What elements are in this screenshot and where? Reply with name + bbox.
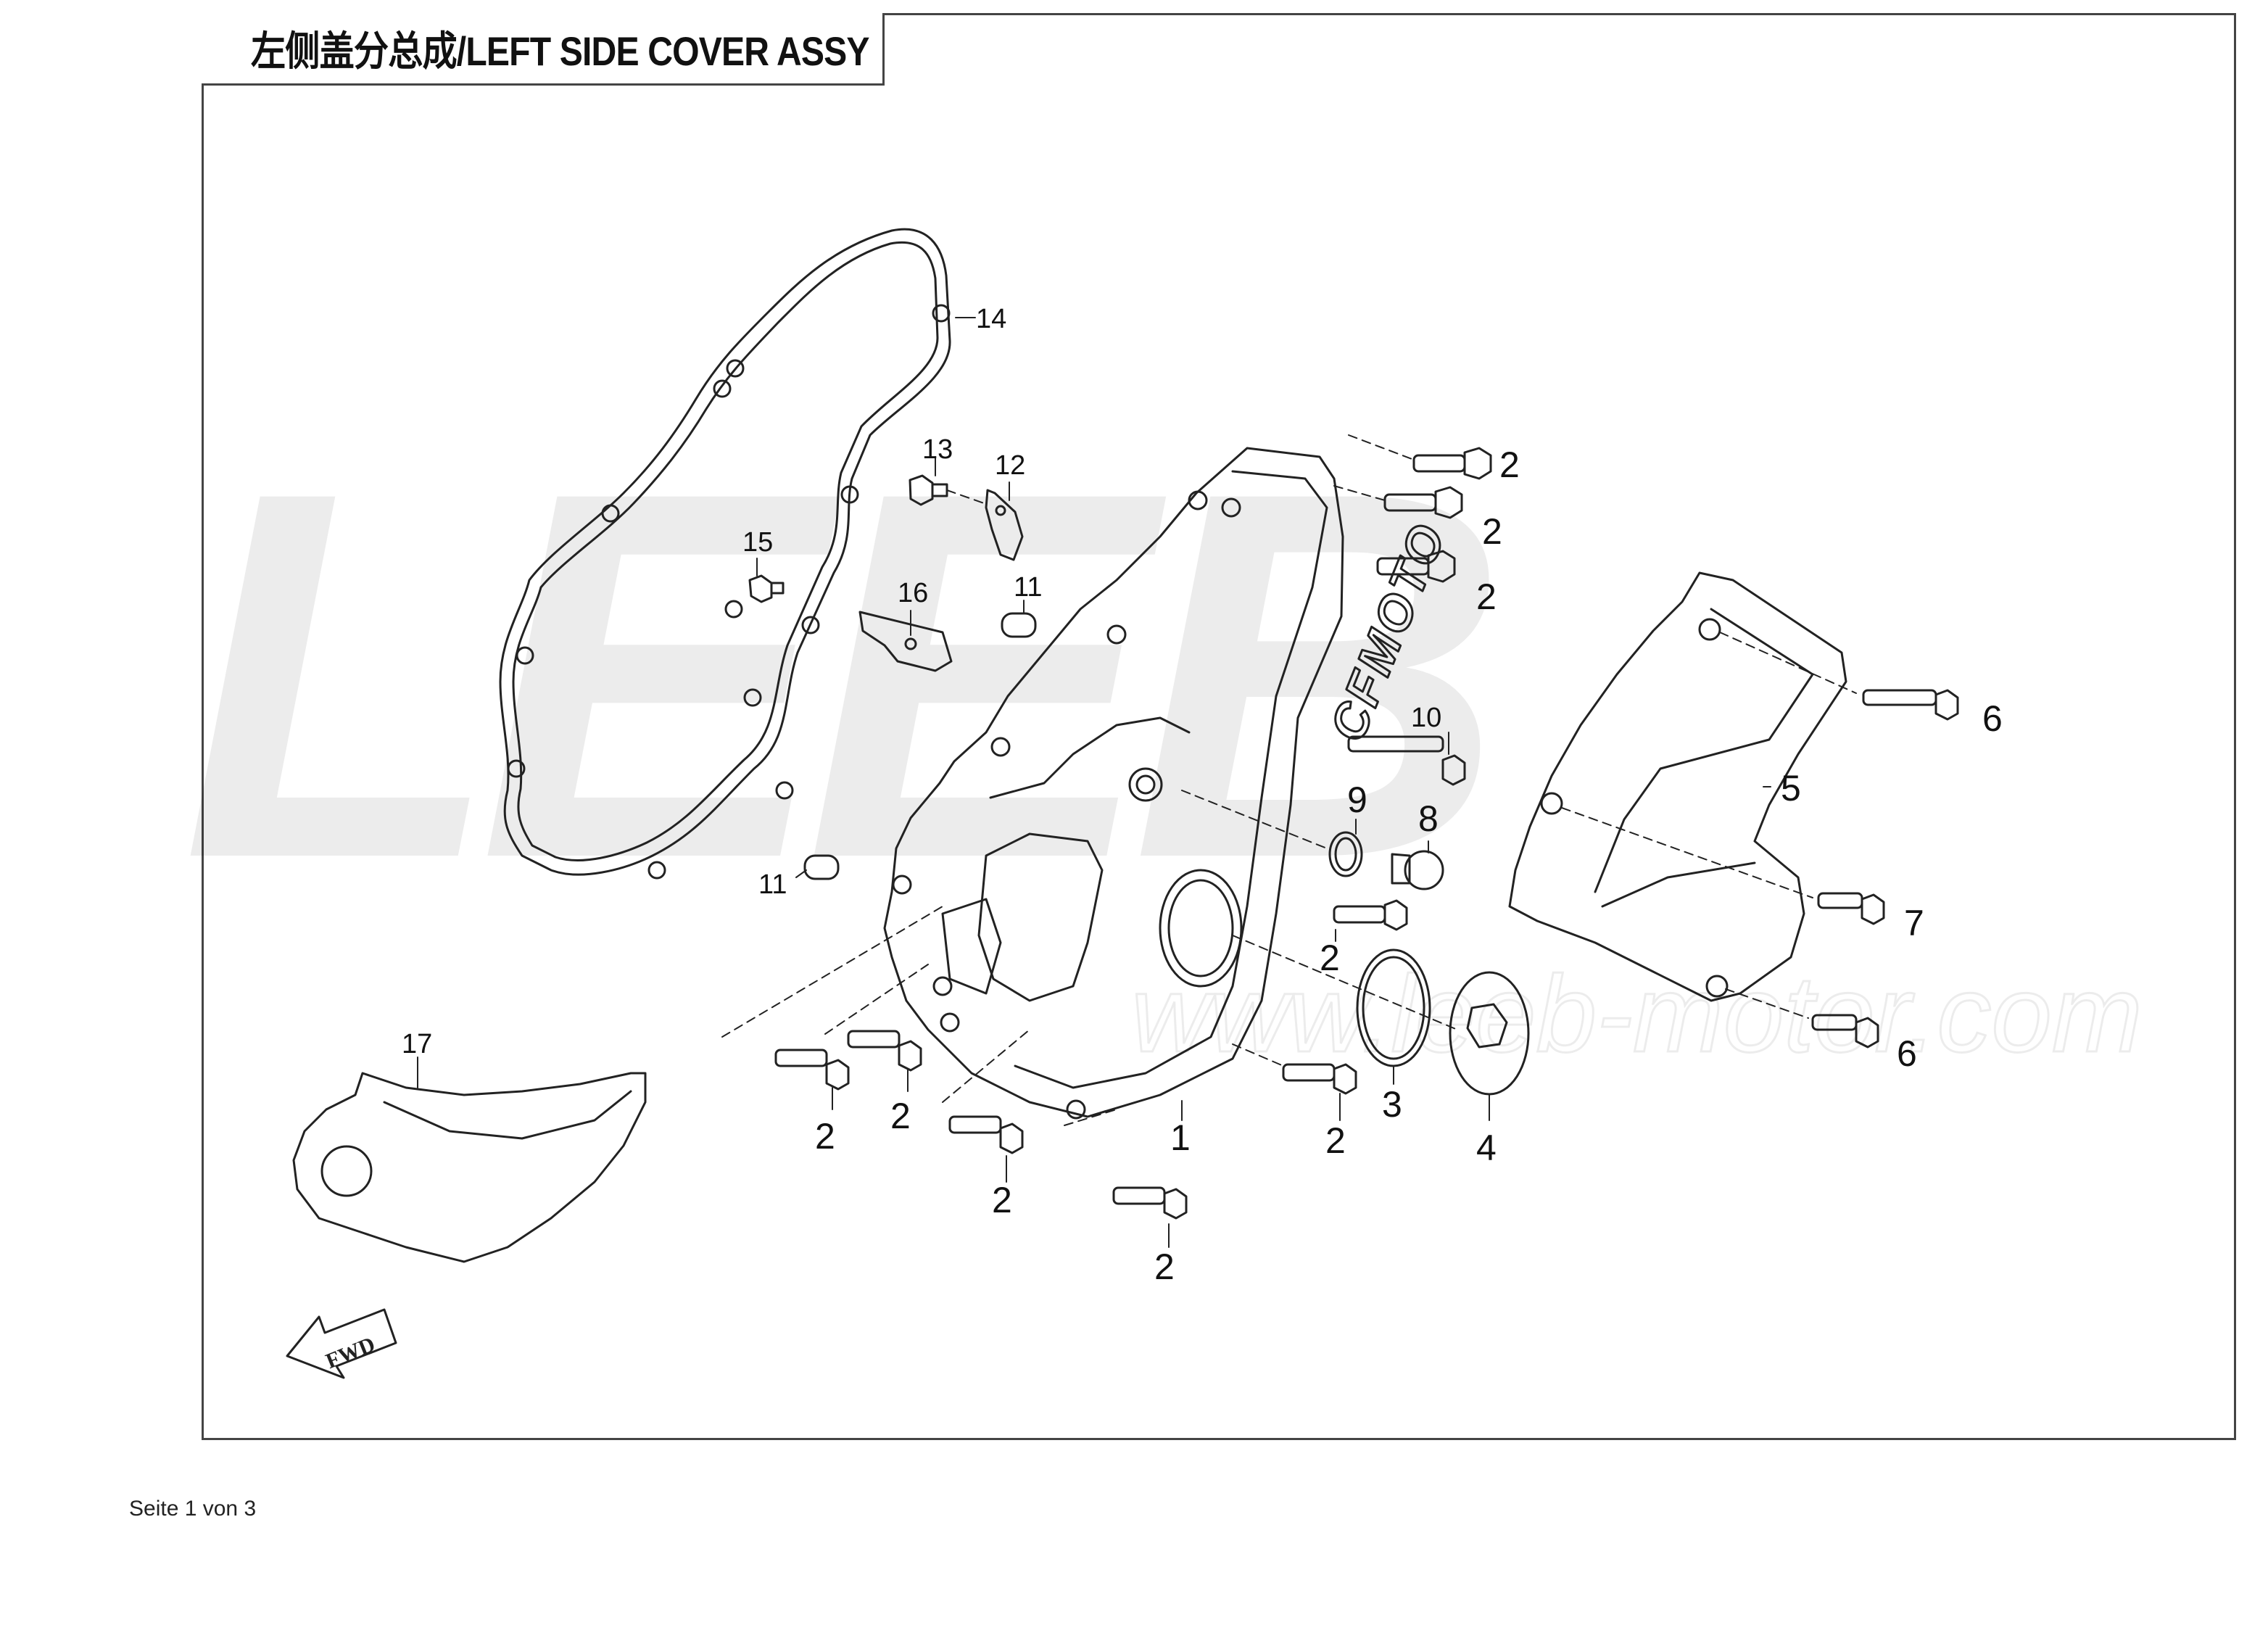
bolt-part-2-upper-b — [1333, 485, 1463, 519]
bolt-part-2-low-e — [1232, 1043, 1357, 1121]
callout-2-low-c: 2 — [992, 1180, 1012, 1220]
callout-15: 15 — [742, 527, 773, 558]
cap-part-4 — [1232, 935, 1530, 1121]
callout-13: 13 — [922, 434, 953, 465]
bolt-part-13 — [909, 456, 987, 506]
diagram-frame — [202, 13, 2236, 1440]
o-ring-part-3 — [1356, 948, 1431, 1085]
callout-6-lower: 6 — [1897, 1033, 1917, 1074]
watermark-url: www.leeb-motor.com — [1131, 953, 2143, 1075]
fwd-arrow-icon — [286, 1308, 397, 1379]
bolt-part-15 — [748, 558, 785, 603]
bolt-part-2-low-b — [824, 964, 929, 1092]
callout-2-upper-c: 2 — [1476, 576, 1497, 617]
bolt-part-2-upper-c — [1376, 550, 1456, 583]
bolt-part-10 — [1347, 732, 1466, 786]
fwd-label: FWD — [323, 1332, 378, 1373]
o-ring-part-9 — [1181, 790, 1363, 877]
bolt-part-6-lower — [1725, 988, 1879, 1049]
callout-14: 14 — [976, 304, 1006, 334]
watermark: LEEB www.leeb-motor.com — [181, 383, 2143, 1076]
title-box: 左侧盖分总成/LEFT SIDE COVER ASSY — [202, 13, 885, 86]
left-side-cover-part-1 — [883, 447, 1344, 1121]
callout-6-upper: 6 — [1982, 698, 2003, 739]
bolt-part-2-upper-a — [1348, 434, 1492, 480]
bolt-part-2-low-c — [942, 1029, 1030, 1183]
bolt-part-2-mid — [1333, 899, 1408, 942]
dowel-part-11-lower — [795, 854, 840, 880]
callout-11-lower: 11 — [758, 869, 787, 900]
callout-5: 5 — [1781, 768, 1801, 809]
callout-labels: 14 13 12 15 16 11 11 2 2 2 10 9 8 6 5 7 … — [402, 304, 2003, 1287]
callout-2-low-e: 2 — [1325, 1120, 1346, 1161]
bolt-part-2-low-d — [1064, 1109, 1188, 1248]
callout-10: 10 — [1411, 703, 1441, 733]
bracket-part-12 — [985, 481, 1024, 561]
callout-4: 4 — [1476, 1128, 1497, 1168]
bolt-part-2-low-a — [721, 906, 943, 1110]
callout-8: 8 — [1418, 798, 1439, 839]
callout-16: 16 — [898, 578, 928, 608]
sprocket-cover-part-5 — [1508, 571, 1847, 1002]
bracket-part-16 — [858, 610, 953, 672]
callout-2-upper-b: 2 — [1482, 511, 1502, 552]
callout-2-low-d: 2 — [1154, 1246, 1175, 1287]
watermark-brand: LEEB — [181, 383, 1490, 967]
bolt-part-6-upper — [1719, 632, 1959, 721]
callout-2-low-a: 2 — [815, 1116, 835, 1157]
callout-1: 1 — [1170, 1117, 1191, 1158]
guard-plate-part-17 — [292, 1057, 647, 1263]
plug-part-8 — [1391, 840, 1444, 890]
callout-17: 17 — [402, 1029, 432, 1059]
callout-11-upper: 11 — [1014, 572, 1042, 603]
callout-2-upper-a: 2 — [1499, 445, 1520, 485]
callout-3: 3 — [1382, 1084, 1402, 1125]
callout-9: 9 — [1347, 780, 1367, 820]
bolt-part-7 — [1561, 807, 1885, 925]
callout-7: 7 — [1904, 903, 1924, 943]
gasket-part-14 — [499, 228, 976, 880]
page-footer: Seite 1 von 3 — [129, 1497, 257, 1521]
callout-2-mid: 2 — [1320, 938, 1340, 978]
dowel-part-11-upper — [1001, 600, 1037, 638]
page-title: 左侧盖分总成/LEFT SIDE COVER ASSY — [251, 28, 870, 74]
callout-2-low-b: 2 — [890, 1096, 911, 1136]
callout-12: 12 — [995, 450, 1025, 481]
